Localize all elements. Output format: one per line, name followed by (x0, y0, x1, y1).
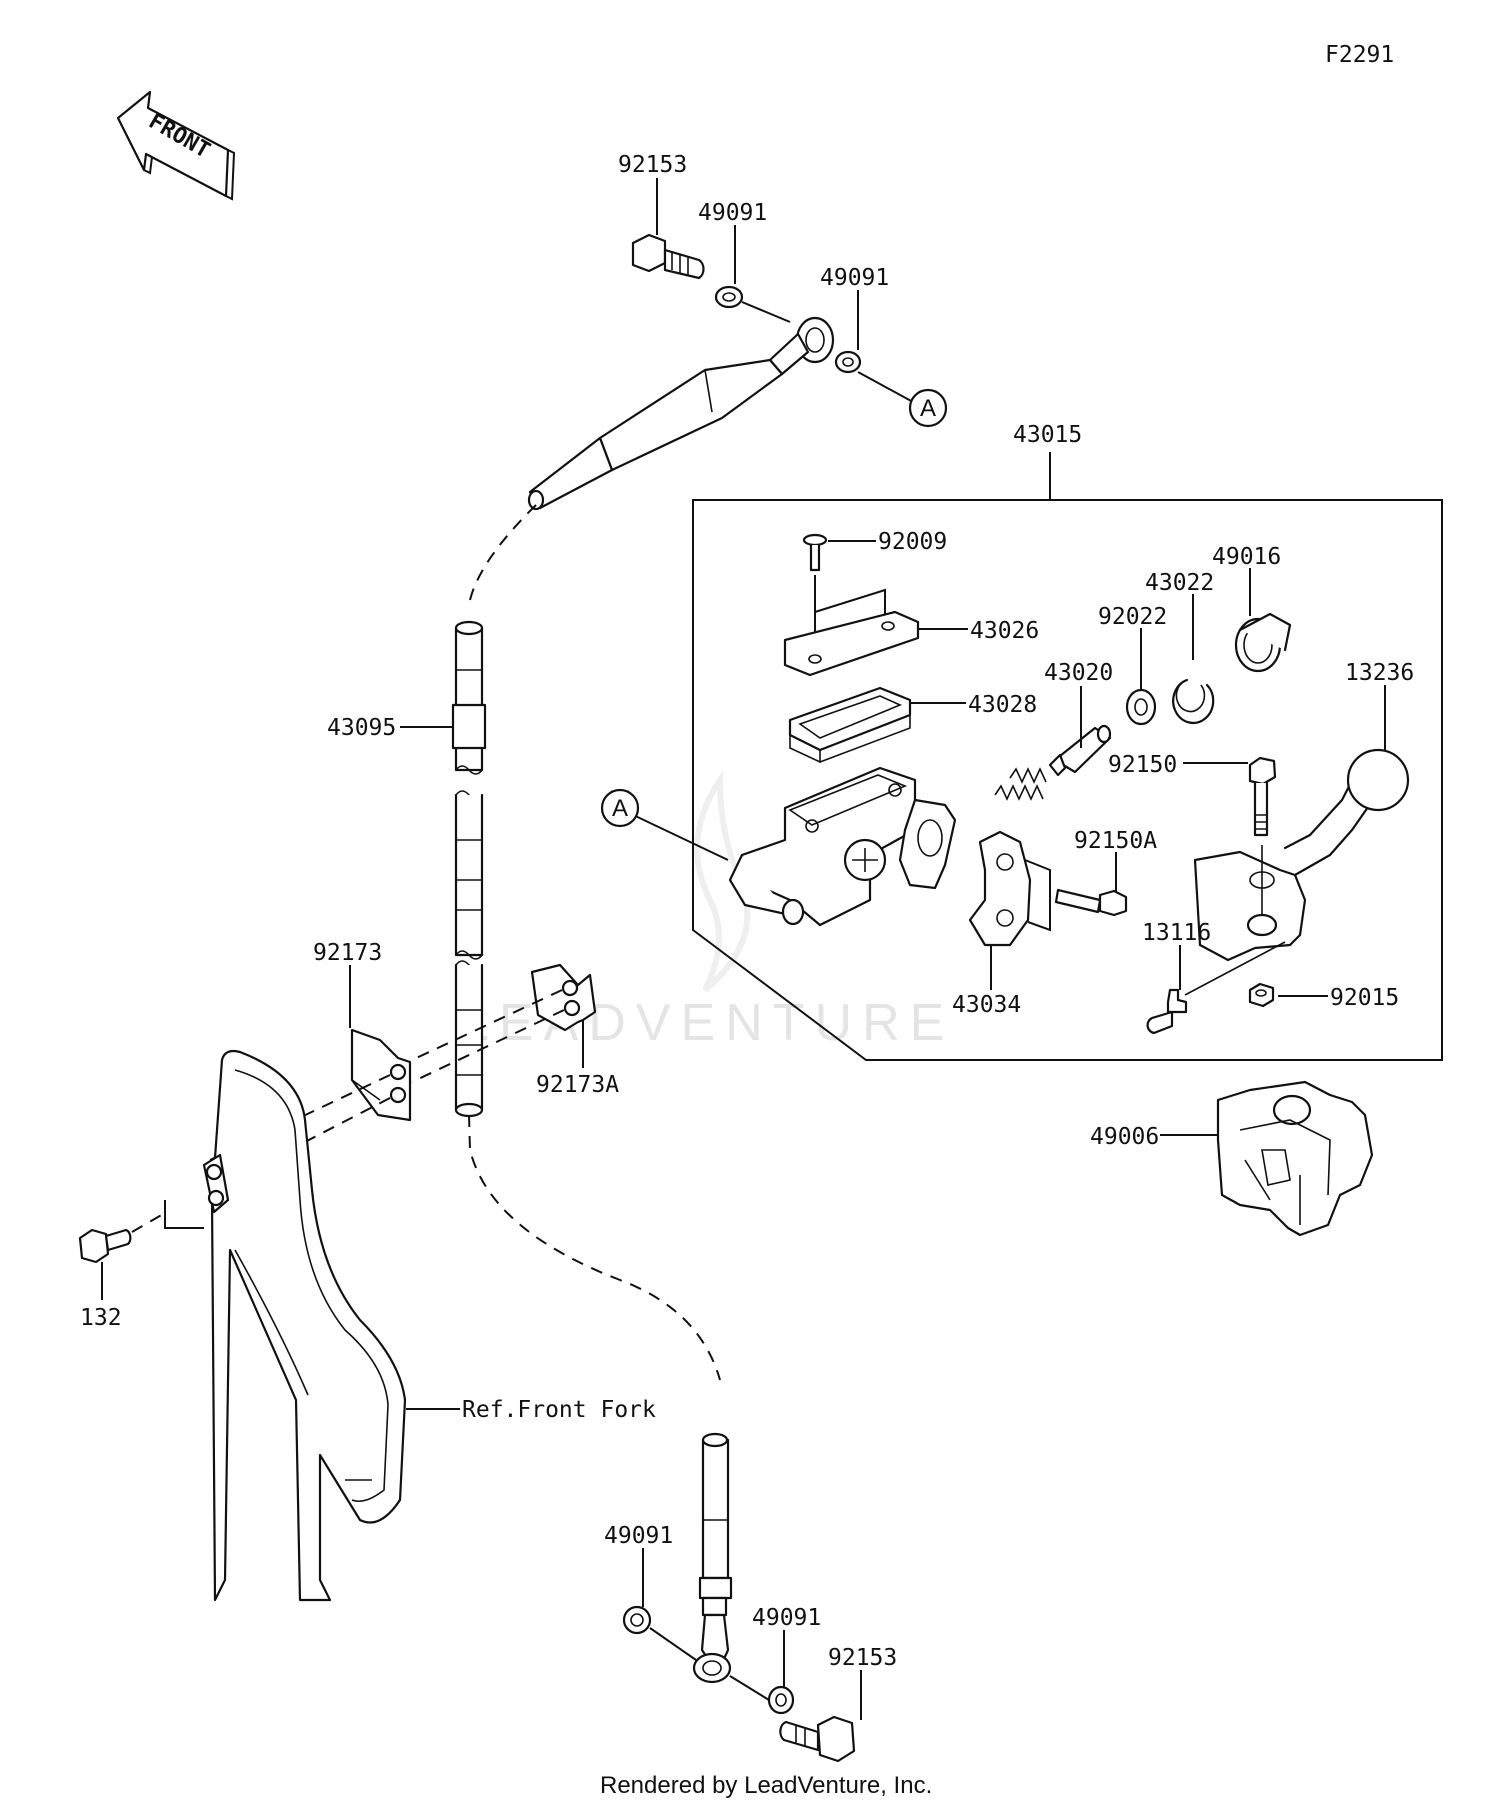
nut-lever-icon (1248, 982, 1275, 1008)
label-cap: 43026 (970, 618, 1039, 644)
diagram-code: F2291 (1325, 42, 1394, 68)
washer-bottom-2-icon (767, 1685, 795, 1715)
label-diaphragm: 43028 (968, 692, 1037, 718)
watermark-logo-icon (694, 770, 751, 993)
circlip-icon (1172, 678, 1215, 724)
washer-top-1-icon (714, 285, 744, 309)
bolt-top-icon (631, 233, 705, 280)
bolt-lever-icon (1248, 756, 1277, 837)
callout-a-box: A (600, 788, 640, 828)
bolt-fork-icon (78, 1228, 132, 1264)
bolt-bottom-icon (779, 1715, 856, 1763)
label-bolt-clamp: 92150A (1074, 828, 1157, 854)
lever-guard-icon (1216, 1080, 1374, 1237)
label-bracket-left: 92173 (313, 940, 382, 966)
washer-bottom-1-icon (622, 1605, 652, 1635)
label-clamp: 43034 (952, 992, 1021, 1018)
hose-lower-end (692, 1432, 733, 1684)
cap-icon (783, 610, 920, 677)
label-piston: 43020 (1044, 660, 1113, 686)
front-arrow-icon: FRONT (116, 90, 236, 201)
pin-lever-icon (1146, 988, 1188, 1035)
front-fork-guard (202, 1049, 407, 1602)
bolt-clamp-icon (1054, 888, 1128, 917)
label-lever-guard: 49006 (1090, 1124, 1159, 1150)
reference-label: Ref.Front Fork (462, 1397, 656, 1423)
label-circlip: 43022 (1145, 570, 1214, 596)
piston-icon (994, 724, 1112, 801)
label-washer-piston: 92022 (1098, 604, 1167, 630)
banjo-fitting-top (527, 316, 835, 511)
label-bolt-lever: 92150 (1108, 752, 1177, 778)
label-bolt-top: 92153 (618, 152, 687, 178)
bracket-left-icon (350, 1028, 412, 1122)
label-pin-lever: 13116 (1142, 920, 1211, 946)
label-screw-cap: 92009 (878, 529, 947, 555)
hose-dashed-upper (469, 504, 537, 601)
label-washer-top-2: 49091 (820, 265, 889, 291)
assembly-box (692, 499, 1443, 1061)
master-cylinder-icon (728, 766, 957, 927)
boot-icon (1234, 612, 1292, 673)
hose-body (451, 620, 487, 1118)
label-bolt-fork: 132 (80, 1305, 122, 1331)
label-washer-bottom-2: 49091 (752, 1605, 821, 1631)
screw-cap-icon (802, 533, 828, 572)
svg-text:A: A (612, 795, 628, 822)
label-hose: 43095 (327, 715, 396, 741)
washer-top-2-icon (834, 350, 862, 374)
callout-a-top: A (908, 388, 948, 428)
footer-credit: Rendered by LeadVenture, Inc. (600, 1772, 932, 1799)
label-washer-bottom-1: 49091 (604, 1523, 673, 1549)
lever-icon (1193, 748, 1410, 962)
label-nut-lever: 92015 (1330, 985, 1399, 1011)
bracket-right-icon (530, 963, 597, 1032)
hose-dashed-lower (468, 1114, 721, 1381)
label-assembly: 43015 (1013, 422, 1082, 448)
label-bolt-bottom: 92153 (828, 1645, 897, 1671)
label-lever: 13236 (1345, 660, 1414, 686)
clamp-icon (968, 830, 1051, 947)
washer-piston-icon (1125, 688, 1157, 726)
label-washer-top-1: 49091 (698, 200, 767, 226)
label-boot: 49016 (1212, 544, 1281, 570)
label-bracket-right: 92173A (536, 1072, 619, 1098)
svg-text:A: A (920, 395, 936, 422)
diaphragm-icon (788, 686, 912, 764)
